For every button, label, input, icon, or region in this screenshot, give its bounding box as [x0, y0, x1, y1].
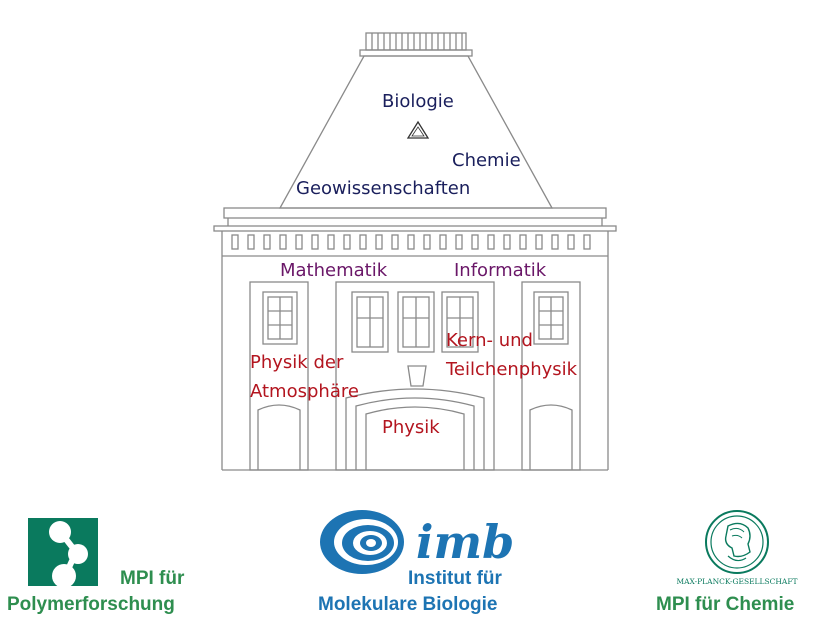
cornice-top — [223, 207, 607, 219]
cornice-bottom — [213, 225, 617, 232]
dentil — [567, 234, 575, 250]
right-bay — [521, 281, 581, 471]
imb-logo-icon: imb — [320, 510, 514, 574]
dentil-row — [231, 234, 591, 250]
right-door — [529, 404, 573, 470]
label-physik: Physik — [382, 417, 440, 438]
center-window-2 — [397, 291, 435, 353]
dentil — [231, 234, 239, 250]
dentil — [359, 234, 367, 250]
imb-line2: Molekulare Biologie — [318, 594, 498, 615]
dentil — [455, 234, 463, 250]
building-drawing — [213, 32, 617, 471]
label-geowissenschaften: Geowissenschaften — [296, 178, 471, 199]
dentil — [439, 234, 447, 250]
dentil — [519, 234, 527, 250]
dentil — [295, 234, 303, 250]
right-window — [533, 291, 569, 345]
seal-text: MAX-PLANCK-GESELLSCHAFT — [676, 577, 797, 586]
roof-triangle-icon — [406, 120, 430, 139]
center-window-1 — [351, 291, 389, 353]
dentil — [327, 234, 335, 250]
dentil — [487, 234, 495, 250]
chimney-base — [359, 49, 473, 57]
label-informatik: Informatik — [454, 260, 547, 281]
dentil — [279, 234, 287, 250]
dentil — [407, 234, 415, 250]
dentil — [375, 234, 383, 250]
left-door — [257, 404, 301, 470]
label-physik-der: Physik der — [250, 352, 344, 373]
label-mathematik: Mathematik — [280, 260, 388, 281]
dentil — [583, 234, 591, 250]
dentil — [343, 234, 351, 250]
center-section — [335, 281, 495, 471]
imb-logo-text: imb — [416, 515, 514, 569]
dentil — [391, 234, 399, 250]
dentil — [247, 234, 255, 250]
imb-line1: Institut für — [408, 568, 502, 589]
polymer-line2: Polymerforschung — [7, 594, 175, 615]
label-atmosphaere: Atmosphäre — [250, 381, 359, 402]
chemie-line1: MPI für Chemie — [656, 594, 795, 615]
dentil — [311, 234, 319, 250]
mpi-polymer-logo-icon — [28, 518, 98, 586]
dentil — [535, 234, 543, 250]
chimney-cap — [365, 32, 467, 51]
dentil — [503, 234, 511, 250]
left-bay — [249, 281, 309, 471]
dentil — [423, 234, 431, 250]
chimney-slats — [371, 33, 463, 50]
dentil — [471, 234, 479, 250]
label-biologie: Biologie — [382, 91, 454, 112]
label-chemie: Chemie — [452, 150, 521, 171]
main-gate — [345, 388, 485, 470]
center-window-3 — [441, 291, 479, 353]
max-planck-seal-icon: MAX-PLANCK-GESELLSCHAFT — [676, 510, 798, 586]
label-teilchenphysik: Teilchenphysik — [446, 359, 578, 380]
dentil — [551, 234, 559, 250]
dentil — [263, 234, 271, 250]
polymer-line1: MPI für — [120, 568, 185, 589]
label-kern-und: Kern- und — [446, 330, 533, 351]
keystone — [407, 365, 427, 387]
left-window — [262, 291, 298, 345]
